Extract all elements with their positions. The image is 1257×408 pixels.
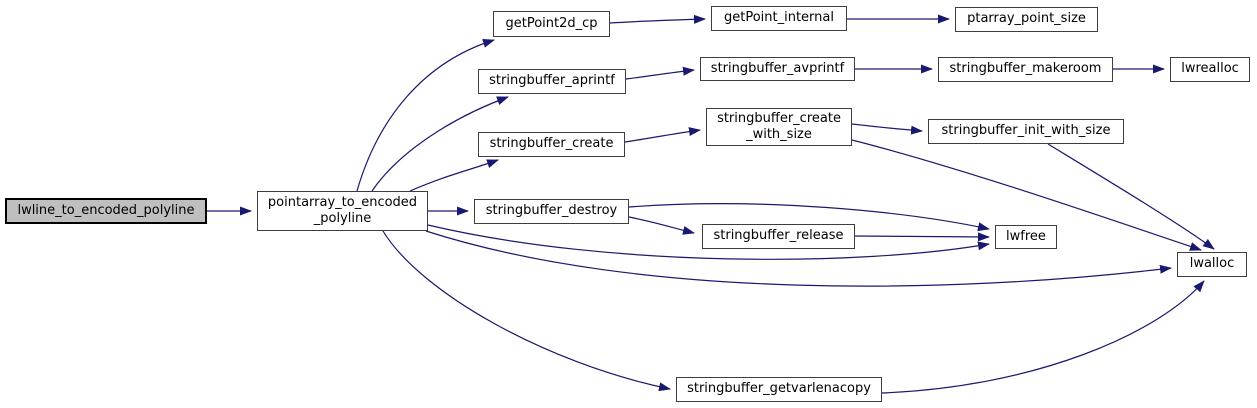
node-lwalloc[interactable]: lwalloc [1177, 252, 1247, 277]
node-stringbuffer-init-with-size[interactable]: stringbuffer_init_with_size [928, 119, 1124, 144]
node-lwrealloc[interactable]: lwrealloc [1170, 57, 1250, 82]
node-stringbuffer-release[interactable]: stringbuffer_release [702, 224, 855, 249]
node-stringbuffer-getvarlenacopy[interactable]: stringbuffer_getvarlenacopy [676, 377, 882, 402]
edge-pointarray-to-lwfree [427, 224, 990, 260]
edge-init-with-size-to-lwalloc [1047, 143, 1215, 250]
node-getpoint-internal[interactable]: getPoint_internal [711, 6, 847, 31]
node-ptarray-point-size[interactable]: ptarray_point_size [955, 7, 1098, 32]
edge-create-with-size-to-lwalloc [851, 139, 1202, 251]
node-lwline-to-encoded-polyline: lwline_to_encoded_polyline [5, 198, 207, 224]
edge-getvarlenacopy-to-lwalloc [881, 280, 1205, 394]
edge-destroy-to-lwfree [628, 203, 990, 232]
edge-pointarray-to-getpoint2d-cp [356, 39, 495, 192]
node-pointarray-to-encoded-polyline[interactable]: pointarray_to_encoded _polyline [257, 191, 428, 231]
node-getpoint2d-cp[interactable]: getPoint2d_cp [493, 11, 610, 37]
edge-pointarray-to-lwalloc [425, 230, 1172, 287]
node-stringbuffer-aprintf[interactable]: stringbuffer_aprintf [478, 69, 626, 94]
edge-pointarray-to-getvarlenacopy [382, 230, 671, 392]
node-stringbuffer-makeroom[interactable]: stringbuffer_makeroom [938, 57, 1113, 82]
edge-aprintf-to-avprintf [625, 66, 695, 80]
edge-getpoint2d-cp-to-getpoint-internal [609, 14, 706, 24]
edge-pointarray-to-create [409, 159, 499, 192]
node-stringbuffer-create[interactable]: stringbuffer_create [478, 132, 625, 157]
node-stringbuffer-create-with-size[interactable]: stringbuffer_create _with_size [706, 108, 852, 146]
edge-release-to-lwfree [854, 232, 990, 242]
node-stringbuffer-avprintf[interactable]: stringbuffer_avprintf [700, 57, 855, 81]
edge-create-with-size-to-init-with-size [851, 123, 923, 135]
node-lwfree[interactable]: lwfree [995, 225, 1057, 249]
edge-pointarray-to-aprintf [371, 96, 509, 192]
edge-create-to-create-with-size [624, 127, 701, 143]
edge-destroy-to-release [628, 216, 695, 235]
node-stringbuffer-destroy[interactable]: stringbuffer_destroy [474, 199, 629, 224]
